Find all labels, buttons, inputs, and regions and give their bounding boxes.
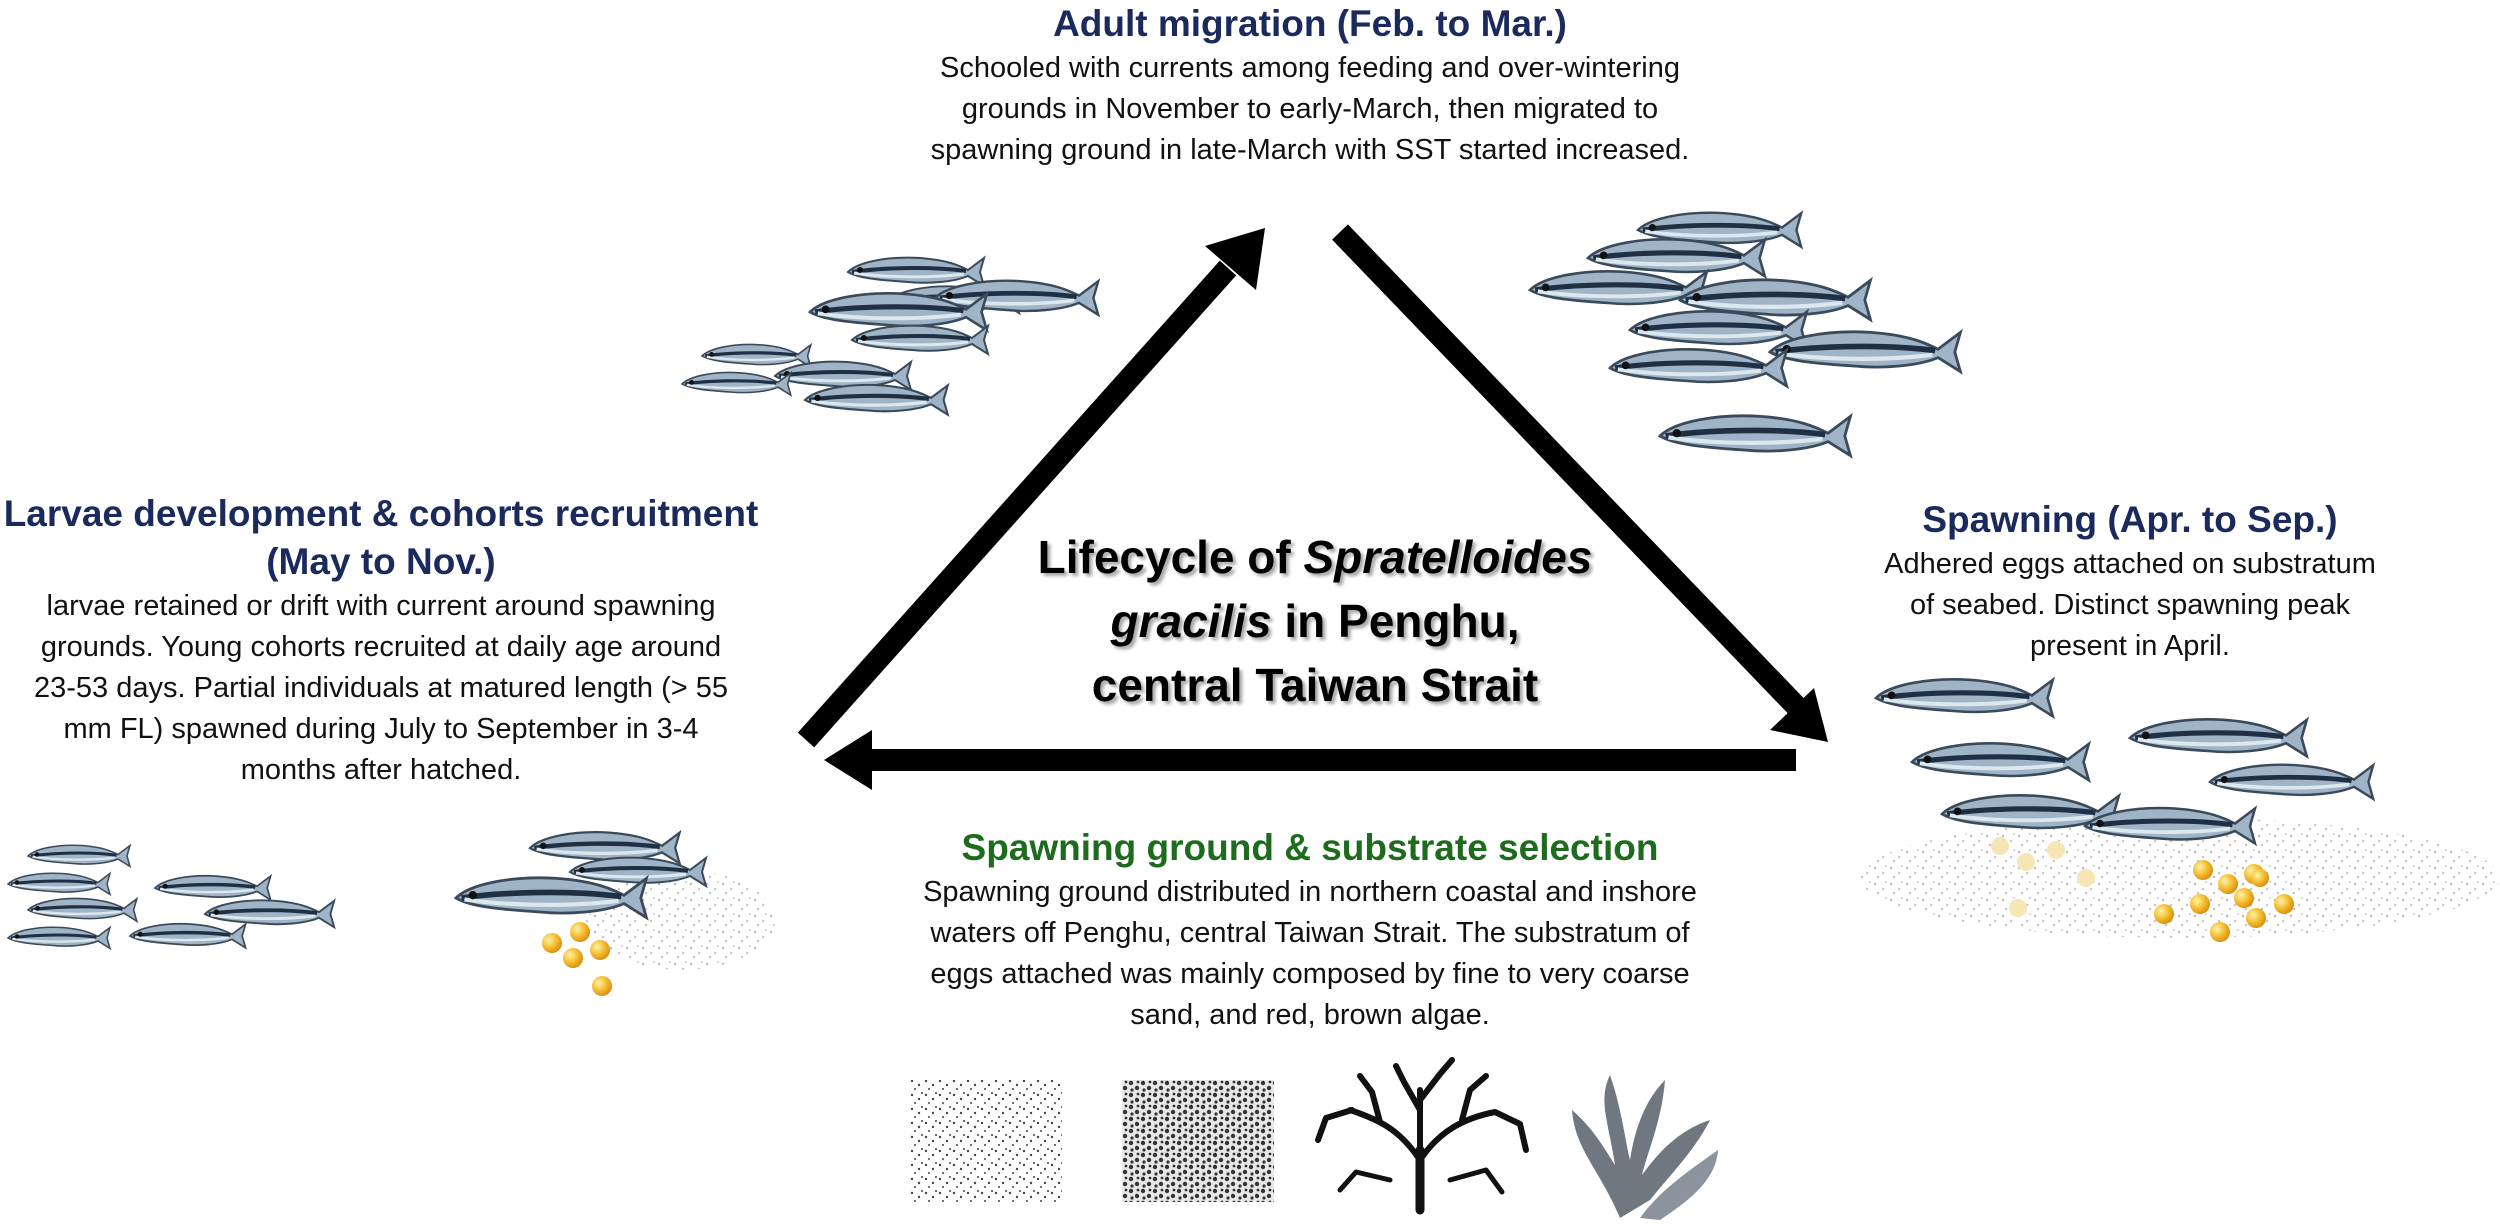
migration-arrow <box>797 228 1265 748</box>
adult-migration-block: Adult migration (Feb. to Mar.) Schooled … <box>860 0 1760 171</box>
fish-egg-icon <box>1860 679 2500 942</box>
lifecycle-title: Lifecycle of Spratelloides gracilis in P… <box>1037 531 1593 711</box>
recruitment-arrow <box>824 730 1796 790</box>
coarse-sand-icon <box>1122 1080 1274 1202</box>
spawning-text: Adhered eggs attached on substratum of s… <box>1884 548 2376 662</box>
fish-egg-icon <box>456 832 775 996</box>
larvae-text: larvae retained or drift with current ar… <box>34 590 728 786</box>
fish-school-icon <box>680 255 1098 415</box>
red-algae-icon <box>1315 1057 1529 1215</box>
adult-migration-title: Adult migration (Feb. to Mar.) <box>1053 3 1567 44</box>
brown-algae-icon <box>1572 1075 1718 1220</box>
adult-migration-text: Schooled with currents among feeding and… <box>930 52 1690 166</box>
fish-school-icon <box>1530 213 1960 456</box>
spawning-arrow <box>1332 224 1828 742</box>
fine-sand-icon <box>910 1080 1062 1202</box>
spawning-ground-block: Spawning ground & substrate selection Sp… <box>840 824 1780 1036</box>
spawning-ground-title: Spawning ground & substrate selection <box>961 827 1659 868</box>
fish-school-icon <box>6 843 337 950</box>
larvae-title: Larvae development & cohorts recruitment… <box>3 493 759 582</box>
spawning-title: Spawning (Apr. to Sep.) <box>1922 499 2338 540</box>
larvae-block: Larvae development & cohorts recruitment… <box>0 490 762 791</box>
spawning-ground-text: Spawning ground distributed in northern … <box>923 876 1697 1031</box>
spawning-block: Spawning (Apr. to Sep.) Adhered eggs att… <box>1800 496 2460 667</box>
